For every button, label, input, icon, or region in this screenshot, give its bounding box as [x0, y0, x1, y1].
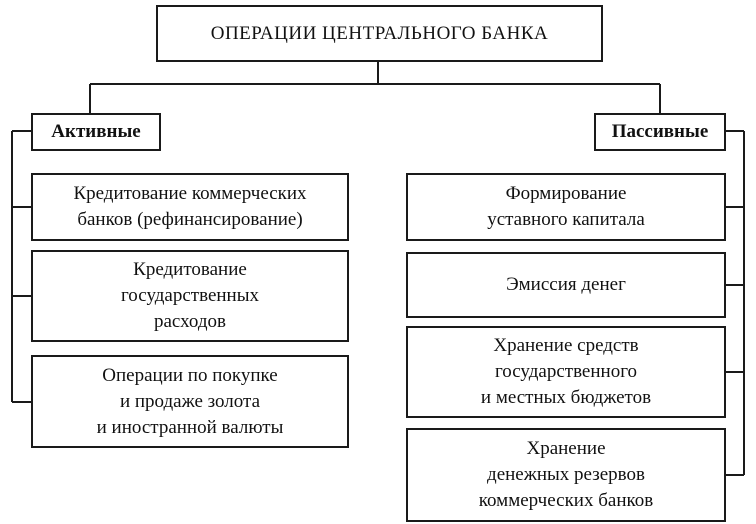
passive-item-authorized-capital: Формирование уставного капитала: [406, 173, 726, 241]
passive-item-budget-funds: Хранение средств государственного и мест…: [406, 326, 726, 418]
passive-item-money-emission: Эмиссия денег: [406, 252, 726, 318]
diagram-title: ОПЕРАЦИИ ЦЕНТРАЛЬНОГО БАНКА: [156, 5, 603, 62]
active-item-state-expenses: Кредитование государственных расходов: [31, 250, 349, 342]
active-item-refinancing: Кредитование коммерческих банков (рефина…: [31, 173, 349, 241]
active-item-gold-currency: Операции по покупке и продаже золота и и…: [31, 355, 349, 448]
passive-operations-header: Пассивные: [594, 113, 726, 151]
passive-item-bank-reserves: Хранение денежных резервов коммерческих …: [406, 428, 726, 522]
active-operations-header: Активные: [31, 113, 161, 151]
